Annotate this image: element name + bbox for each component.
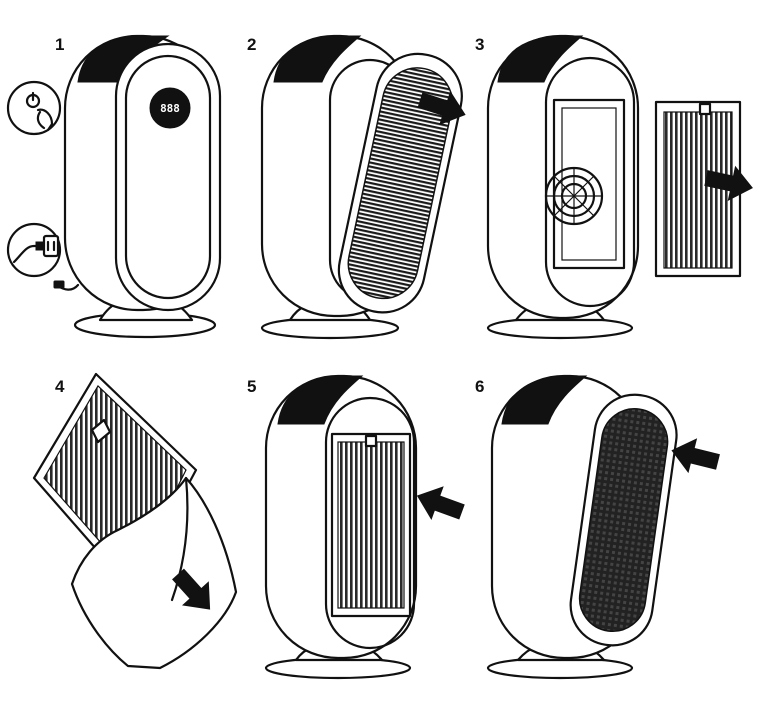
step-5-panel	[264, 374, 469, 680]
filter-icon	[569, 393, 678, 647]
step-6-panel	[486, 374, 723, 680]
power-plug-icon	[6, 222, 62, 278]
step-1-number: 1	[55, 35, 64, 54]
fan-icon	[544, 166, 604, 226]
step-3-panel	[486, 34, 757, 340]
step-3-number: 3	[475, 35, 484, 54]
step-5-number: 5	[247, 377, 256, 396]
display-readout: 888	[160, 102, 180, 115]
power-button-icon	[6, 80, 62, 136]
filter-icon	[330, 432, 412, 618]
step-2-number: 2	[247, 35, 256, 54]
filter-bag-icon	[70, 476, 238, 670]
filter-icon	[654, 100, 742, 278]
filter-icon	[337, 52, 463, 314]
step-4-number: 4	[55, 377, 65, 396]
step-6-number: 6	[475, 377, 484, 396]
arrow-icon	[410, 478, 469, 529]
air-purifier-icon: 888	[63, 34, 222, 339]
step-1-panel: 888	[6, 34, 222, 339]
step-4-panel	[32, 372, 238, 670]
step-2-panel	[260, 34, 472, 340]
